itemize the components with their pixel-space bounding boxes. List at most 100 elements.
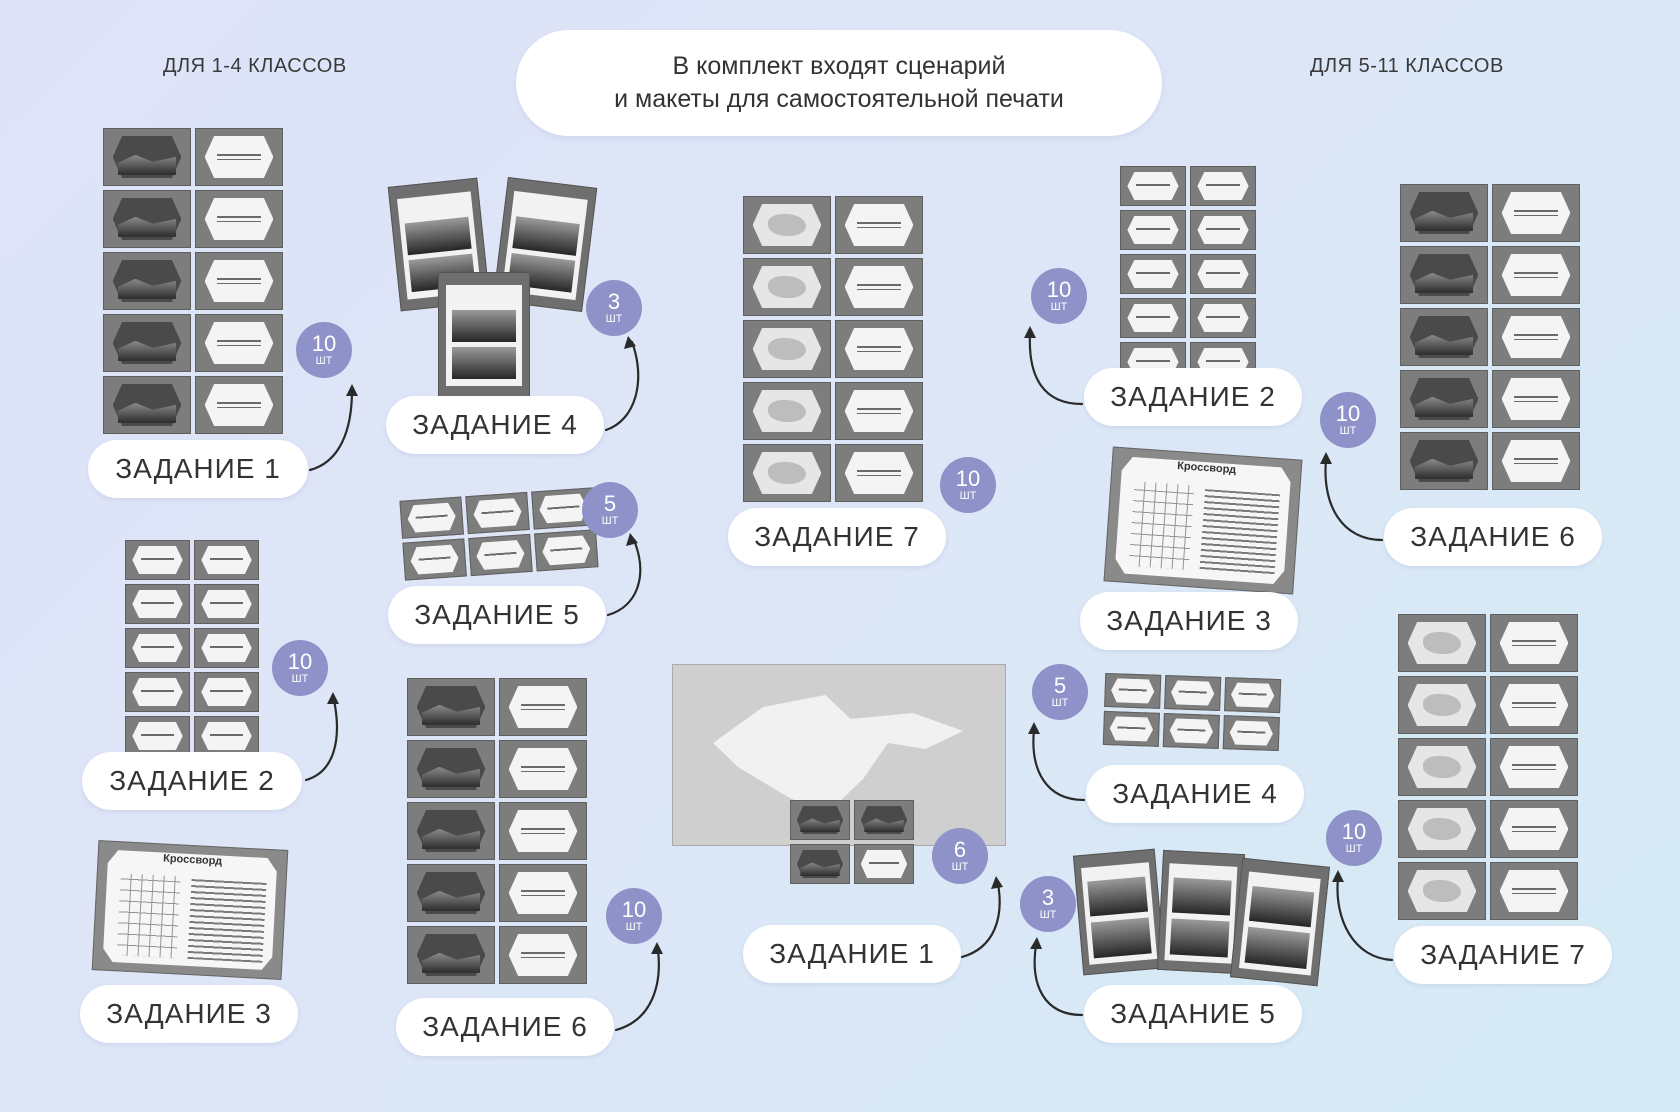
card-text	[1492, 246, 1580, 304]
card-map	[743, 320, 831, 378]
card-text	[835, 196, 923, 254]
card-text	[1492, 432, 1580, 490]
crossword-sheet-1-4: Кроссворд	[91, 840, 289, 980]
arrow-task6-1-4	[614, 948, 660, 1032]
card-photo	[1400, 184, 1488, 242]
card-text	[194, 628, 259, 668]
arrow-task7-5-11	[1336, 876, 1394, 962]
card-text	[195, 376, 283, 434]
card-text	[499, 926, 587, 984]
label-task4-1-4: ЗАДАНИЕ 4	[386, 396, 604, 454]
card-photo	[103, 314, 191, 372]
card-text	[835, 258, 923, 316]
card-photo	[1400, 432, 1488, 490]
label-task3-5-11: ЗАДАНИЕ 3	[1080, 592, 1298, 650]
card-photo	[407, 926, 495, 984]
card-photo	[103, 376, 191, 434]
card-text	[1190, 254, 1256, 294]
card-map	[1398, 800, 1486, 858]
card-text	[195, 252, 283, 310]
kit-title-line1: В комплект входят сценарий	[672, 52, 1006, 80]
card-text	[125, 716, 190, 756]
card-photo	[103, 252, 191, 310]
card-text	[499, 678, 587, 736]
label-task6-1-4: ЗАДАНИЕ 6	[396, 998, 614, 1056]
label-task5-5-11: ЗАДАНИЕ 5	[1084, 985, 1302, 1043]
card-text	[1222, 715, 1280, 752]
card-text	[534, 529, 599, 572]
card-text	[1120, 254, 1186, 294]
arrow-task6-5-11	[1324, 458, 1384, 542]
card-text	[1490, 614, 1578, 672]
card-text	[1492, 184, 1580, 242]
card-text	[465, 491, 530, 535]
card-text	[854, 844, 914, 884]
task7-cards-1-4	[743, 196, 923, 502]
crossword-sheet-5-11: Кроссворд	[1103, 446, 1303, 595]
card-text	[1490, 800, 1578, 858]
card-photo	[1400, 308, 1488, 366]
card-map	[1398, 614, 1486, 672]
arrow-task2-5-11	[1028, 332, 1084, 406]
card-photo	[407, 740, 495, 798]
task1-cards-1-4	[103, 128, 283, 434]
card-text	[835, 320, 923, 378]
card-text	[1120, 166, 1186, 206]
card-photo	[103, 190, 191, 248]
arrow-task5-1-4	[606, 538, 642, 617]
arrow-task1-5-11	[960, 882, 1001, 959]
task1-cards-5-11	[790, 800, 914, 884]
card-photo	[790, 844, 850, 884]
card-text	[1492, 370, 1580, 428]
card-photo	[790, 800, 850, 840]
photo-sheet	[1229, 857, 1331, 987]
label-task1-5-11: ЗАДАНИЕ 1	[743, 925, 961, 983]
card-text	[125, 672, 190, 712]
label-task4-5-11: ЗАДАНИЕ 4	[1086, 765, 1304, 823]
card-text	[1102, 710, 1160, 747]
arrow-task5-5-11	[1033, 943, 1084, 1017]
card-text	[194, 672, 259, 712]
card-photo	[1400, 370, 1488, 428]
card-photo	[407, 802, 495, 860]
kit-title-line2: и макеты для самостоятельной печати	[614, 85, 1064, 113]
kit-title: В комплект входят сценарий и макеты для …	[516, 30, 1162, 136]
card-text	[835, 444, 923, 502]
label-task7-1-4: ЗАДАНИЕ 7	[728, 508, 946, 566]
card-text	[1190, 298, 1256, 338]
card-text	[1224, 677, 1282, 714]
card-map	[1398, 676, 1486, 734]
arrow-task4-5-11	[1032, 728, 1086, 802]
task6-cards-5-11	[1400, 184, 1580, 490]
task7-cards-5-11	[1398, 614, 1578, 920]
arrow-task1-1-4	[308, 388, 354, 472]
card-map	[1398, 738, 1486, 796]
card-text	[194, 716, 259, 756]
card-text	[195, 128, 283, 186]
card-text	[194, 584, 259, 624]
card-photo	[407, 678, 495, 736]
card-text	[125, 584, 190, 624]
arrow-task2-1-4	[304, 698, 338, 782]
card-text	[402, 538, 467, 581]
card-text	[1104, 672, 1162, 709]
card-photo	[854, 800, 914, 840]
card-photo	[407, 864, 495, 922]
card-text	[125, 628, 190, 668]
card-text	[1120, 210, 1186, 250]
label-task1-1-4: ЗАДАНИЕ 1	[88, 440, 308, 498]
card-text	[125, 540, 190, 580]
card-text	[194, 540, 259, 580]
label-task6-5-11: ЗАДАНИЕ 6	[1384, 508, 1602, 566]
photo-sheet	[1072, 848, 1166, 976]
task5-cards-1-4	[399, 487, 599, 581]
card-text	[1120, 298, 1186, 338]
card-text	[1490, 676, 1578, 734]
label-task2-5-11: ЗАДАНИЕ 2	[1084, 368, 1302, 426]
